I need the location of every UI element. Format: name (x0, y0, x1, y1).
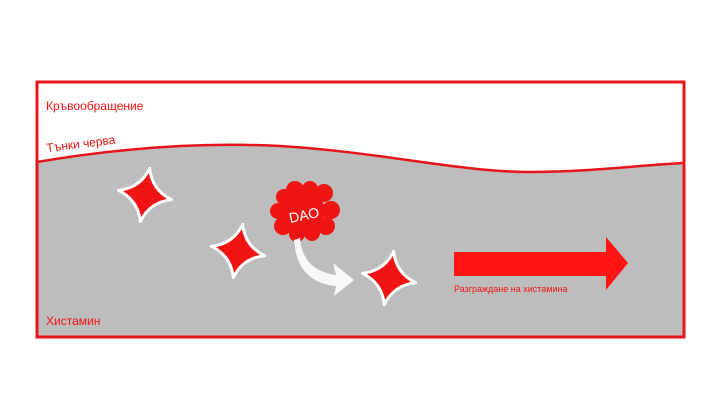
histamine-molecule (360, 249, 418, 307)
histamine-label: Хистамин (46, 314, 100, 328)
intestine-wall-line (36, 143, 685, 174)
breakdown-label: Разграждане на хистамина (454, 284, 568, 294)
histamine-molecule (209, 222, 267, 280)
reaction-arrow-icon (294, 238, 354, 296)
dao-enzyme-cloud: DAO (270, 181, 340, 242)
diagram-border (35, 80, 686, 339)
histamine-molecule (116, 166, 174, 224)
dao-label: DAO (287, 204, 320, 226)
blood-label: Кръвообращение (46, 99, 144, 113)
intestine-region (37, 144, 684, 337)
breakdown-arrow-icon (454, 237, 628, 290)
